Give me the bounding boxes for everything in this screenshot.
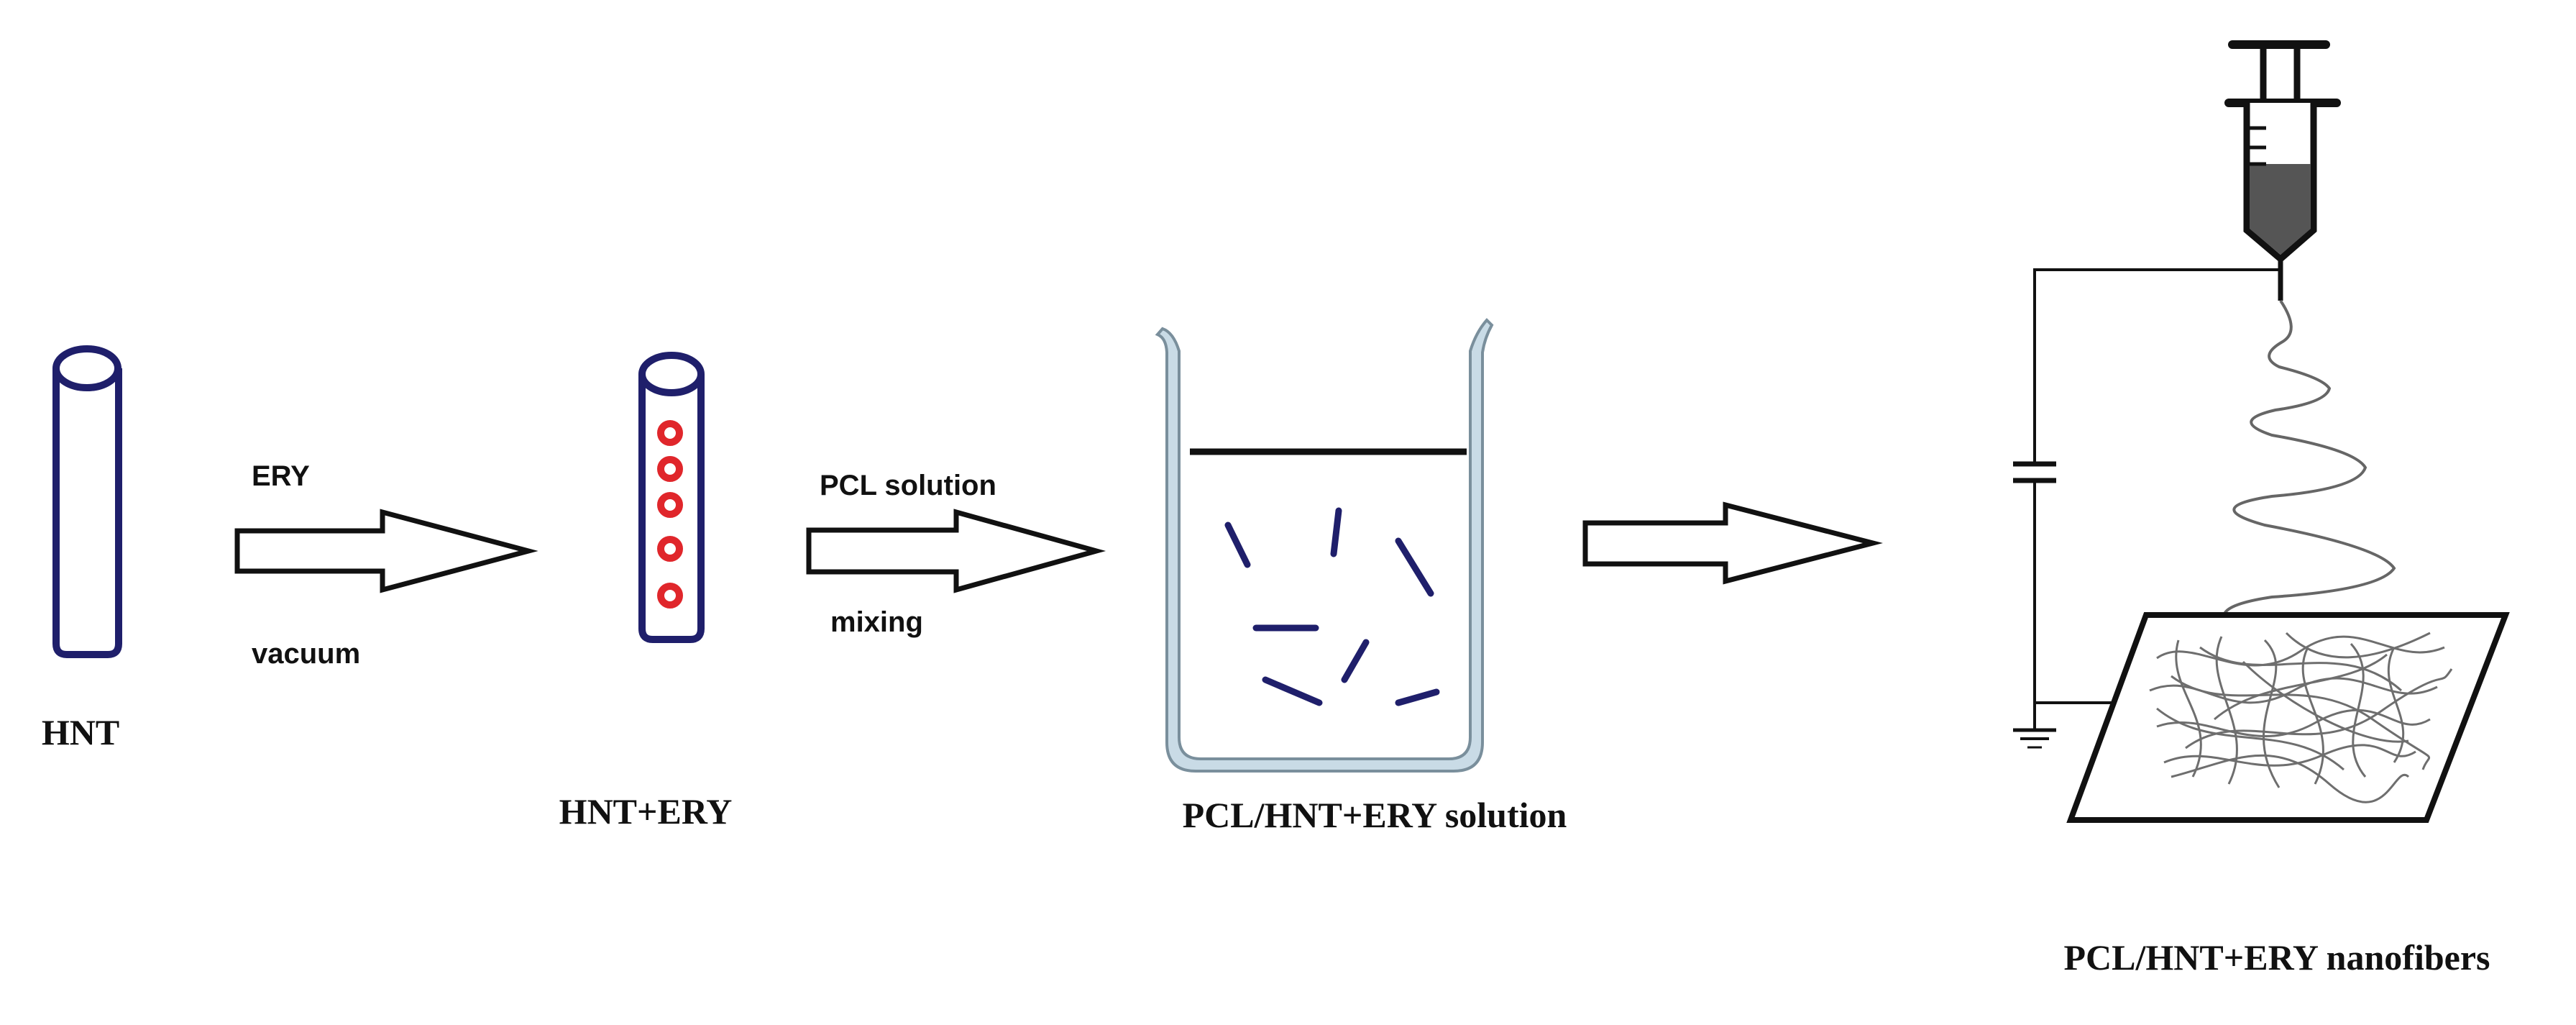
step2-label-bottom: mixing — [830, 606, 923, 638]
process-arrow-3 — [1582, 501, 1883, 585]
ery-dot — [657, 492, 683, 518]
hnt-tube — [52, 345, 122, 658]
solution-caption: PCL/HNT+ERY solution — [1183, 795, 1567, 835]
ery-drug-dots — [657, 420, 683, 609]
collector-plate — [2066, 612, 2510, 823]
ery-dot — [657, 583, 683, 609]
nanotube-particle — [1224, 521, 1251, 568]
polymer-jet — [2222, 299, 2396, 662]
nanofibers-caption: PCL/HNT+ERY nanofibers — [2064, 937, 2490, 978]
dispersed-nanotubes — [1224, 507, 1440, 706]
process-arrow-1 — [234, 509, 538, 593]
process-arrow-2 — [806, 509, 1106, 593]
nanotube-particle — [1395, 688, 1440, 706]
syringe — [2224, 40, 2341, 301]
ery-dot — [657, 456, 683, 482]
nanotube-particle — [1341, 639, 1370, 683]
hnt-ery-tube — [638, 352, 705, 643]
nanotube-particle — [1330, 507, 1342, 557]
ery-dot — [657, 420, 683, 446]
syringe-liquid — [2250, 164, 2311, 255]
nanotube-particle — [1395, 537, 1434, 597]
nanofiber-mat — [2149, 632, 2453, 803]
power-circuit — [2013, 268, 2281, 749]
hnt-ery-caption: HNT+ERY — [559, 791, 733, 832]
step2-label-top: PCL solution — [820, 470, 996, 501]
nanotube-particle — [1262, 676, 1323, 706]
step1-label-top: ERY — [252, 460, 310, 492]
beaker — [1155, 318, 1494, 773]
ery-dot — [657, 536, 683, 562]
hnt-caption: HNT — [42, 712, 119, 752]
step1-label-bottom: vacuum — [252, 638, 360, 670]
